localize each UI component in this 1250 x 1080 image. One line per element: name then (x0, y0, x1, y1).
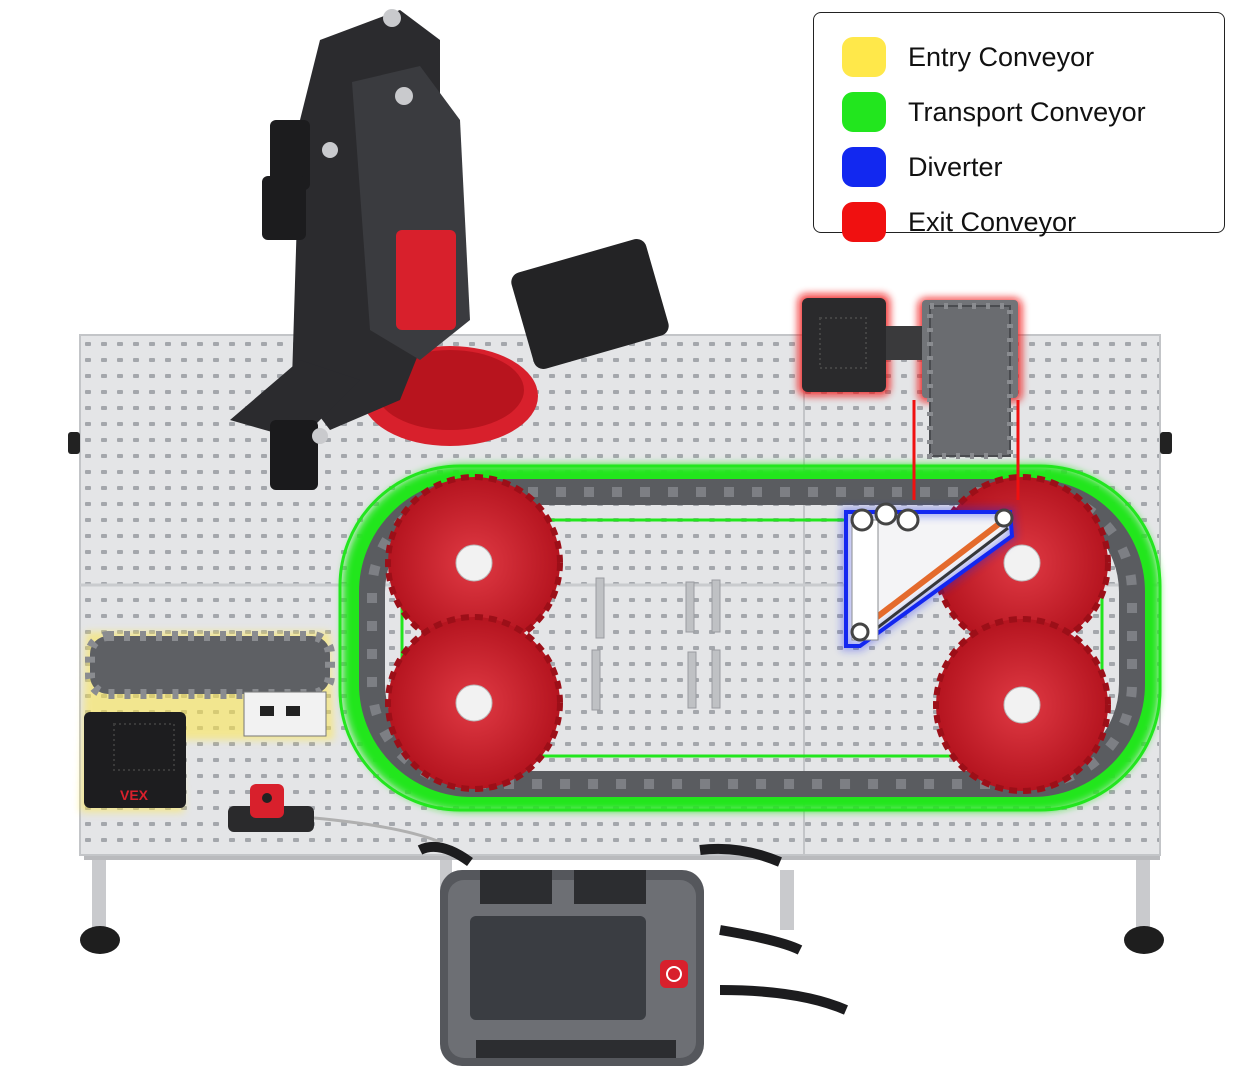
legend-label: Exit Conveyor (908, 206, 1077, 237)
robot-arm (230, 9, 669, 490)
legend-swatch-red (842, 202, 886, 242)
robot-brain (417, 842, 848, 1066)
legend-item-diverter: Diverter (842, 147, 1003, 187)
exit-conveyor (798, 294, 1022, 500)
legend-swatch-green (842, 92, 886, 132)
legend-swatch-yellow (842, 37, 886, 77)
diverter (841, 502, 1018, 651)
sprocket-gears (385, 474, 1111, 794)
legend-box: Entry Conveyor Transport Conveyor Divert… (813, 12, 1225, 242)
legend-label: Entry Conveyor (908, 41, 1095, 72)
legend-item-transport-conveyor: Transport Conveyor (842, 92, 1146, 132)
entry-conveyor: VEX (80, 631, 335, 812)
transport-conveyor (338, 464, 1162, 812)
standoffs (591, 577, 721, 711)
legend-swatch-blue (842, 147, 886, 187)
bumper-switch (228, 784, 441, 844)
legend-item-exit-conveyor: Exit Conveyor (842, 202, 1076, 242)
legend-label: Diverter (908, 151, 1003, 182)
motor-logo-text: VEX (120, 787, 149, 803)
legend-label: Transport Conveyor (908, 96, 1146, 127)
legend-item-entry-conveyor: Entry Conveyor (842, 37, 1094, 77)
